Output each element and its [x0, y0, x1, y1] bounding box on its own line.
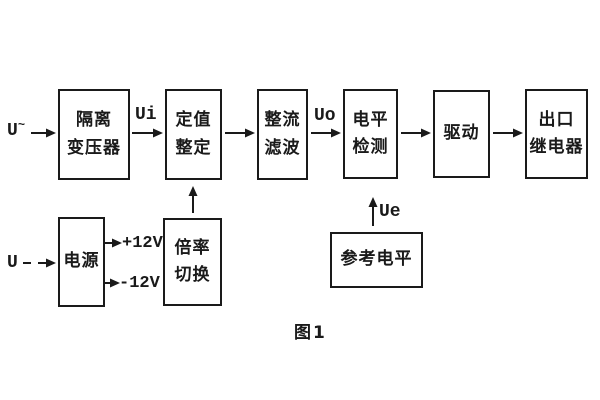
- label-ac-input: U~: [7, 119, 25, 140]
- arrow-ui: [132, 128, 163, 138]
- label-ue: Ue: [379, 202, 401, 222]
- label-minus-12v: -12V: [119, 274, 160, 293]
- arrow-detect-to-drive: [401, 128, 431, 138]
- block-isolation-transformer-label: 隔离 变压器: [67, 110, 121, 158]
- block-power-supply-label: 电源: [63, 251, 100, 272]
- arrow-dc-input: [23, 258, 56, 268]
- arrow-minus-12v: [105, 278, 120, 288]
- block-setting-adjust: 定值 整定: [165, 89, 222, 180]
- arrow-uo: [311, 128, 341, 138]
- block-drive-label: 驱动: [443, 123, 480, 144]
- block-reference-level-label: 参考电平: [340, 249, 413, 270]
- block-output-relay-label: 出口 继电器: [529, 109, 584, 157]
- label-uo: Uo: [314, 106, 336, 126]
- block-setting-adjust-label: 定值 整定: [175, 110, 212, 158]
- arrow-drive-to-relay: [493, 128, 523, 138]
- label-ui: Ui: [135, 105, 157, 125]
- arrow-plus-12v: [105, 238, 122, 248]
- block-drive: 驱动: [433, 90, 490, 178]
- block-isolation-transformer: 隔离 变压器: [58, 89, 130, 180]
- block-output-relay: 出口 继电器: [525, 89, 588, 179]
- arrow-ue: [368, 197, 378, 226]
- arrow-ratio-up: [188, 186, 198, 213]
- arrow-setting-to-rectify: [225, 128, 255, 138]
- label-dc-input: U: [7, 253, 18, 273]
- block-level-detect: 电平 检测: [343, 89, 398, 179]
- block-ratio-switch: 倍率 切换: [163, 218, 222, 306]
- label-ac-input-sup: ~: [17, 118, 26, 132]
- block-ratio-switch-label: 倍率 切换: [174, 237, 211, 285]
- block-rectify-filter: 整流 滤波: [257, 89, 308, 180]
- figure-caption: 图1: [294, 323, 327, 343]
- block-level-detect-label: 电平 检测: [352, 109, 389, 157]
- label-ac-input-base: U: [7, 121, 18, 141]
- block-reference-level: 参考电平: [330, 232, 423, 288]
- block-rectify-filter-label: 整流 滤波: [264, 110, 301, 158]
- block-power-supply: 电源: [58, 217, 105, 307]
- label-plus-12v: +12V: [122, 234, 163, 253]
- arrow-ac-input: [31, 128, 56, 138]
